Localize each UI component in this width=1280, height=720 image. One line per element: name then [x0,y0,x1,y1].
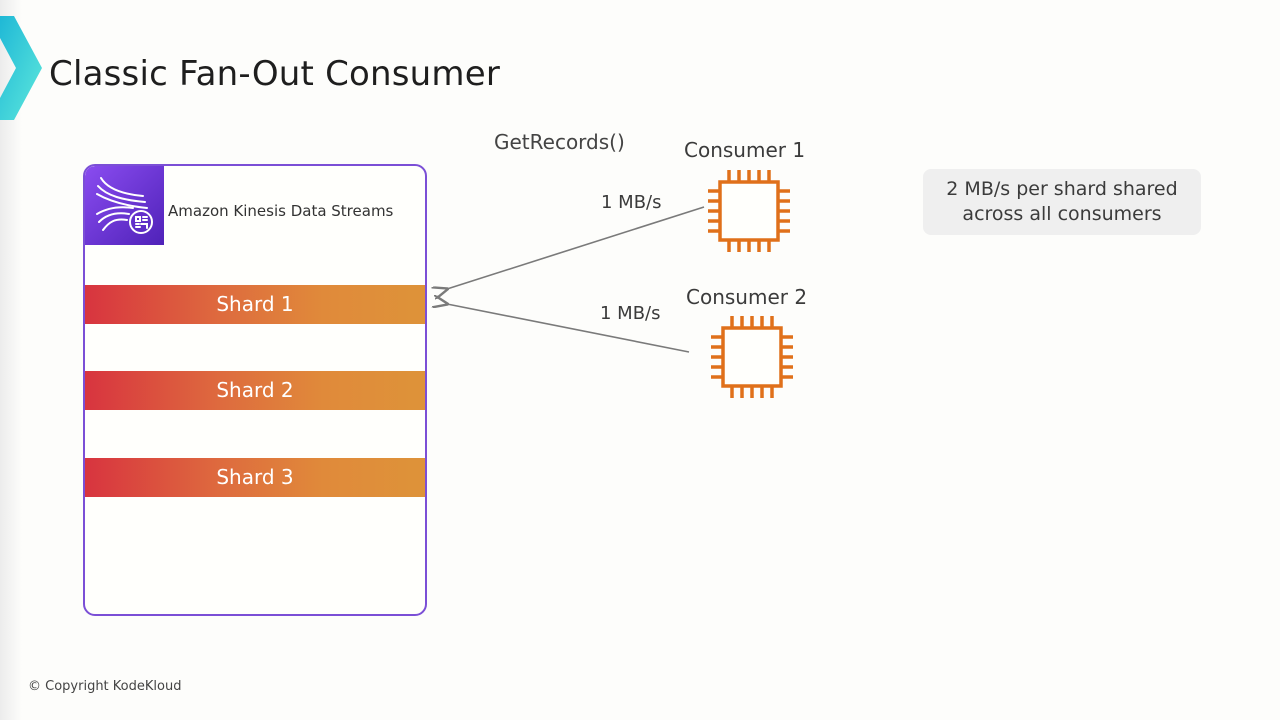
api-call-label: GetRecords() [494,130,625,154]
service-name-label: Amazon Kinesis Data Streams [168,202,394,220]
brand-chevron-icon [0,16,42,120]
consumer-2-chip-icon [711,316,793,398]
consumer-1-arrow [447,206,705,289]
throughput-note: 2 MB/s per shard shared across all consu… [923,169,1201,235]
consumer-2-label: Consumer 2 [686,285,808,309]
throughput-note-line-2: across all consumers [962,203,1162,225]
consumer-1-chip-icon [708,170,790,252]
shard-2: Shard 2 [85,371,425,410]
shard-1: Shard 1 [85,285,425,324]
kinesis-data-streams-icon [85,166,164,245]
kinesis-stream-container: Amazon Kinesis Data Streams Shard 1 Shar… [83,164,427,616]
shard-3: Shard 3 [85,458,425,497]
copyright-footer: © Copyright KodeKloud [28,679,182,694]
throughput-note-line-1: 2 MB/s per shard shared [946,178,1178,200]
consumer-1-rate: 1 MB/s [601,192,662,213]
consumer-1-label: Consumer 1 [684,138,806,162]
slide-title: Classic Fan-Out Consumer [49,54,501,94]
slide-edge-shade [0,0,22,720]
consumer-2-rate: 1 MB/s [600,303,661,324]
